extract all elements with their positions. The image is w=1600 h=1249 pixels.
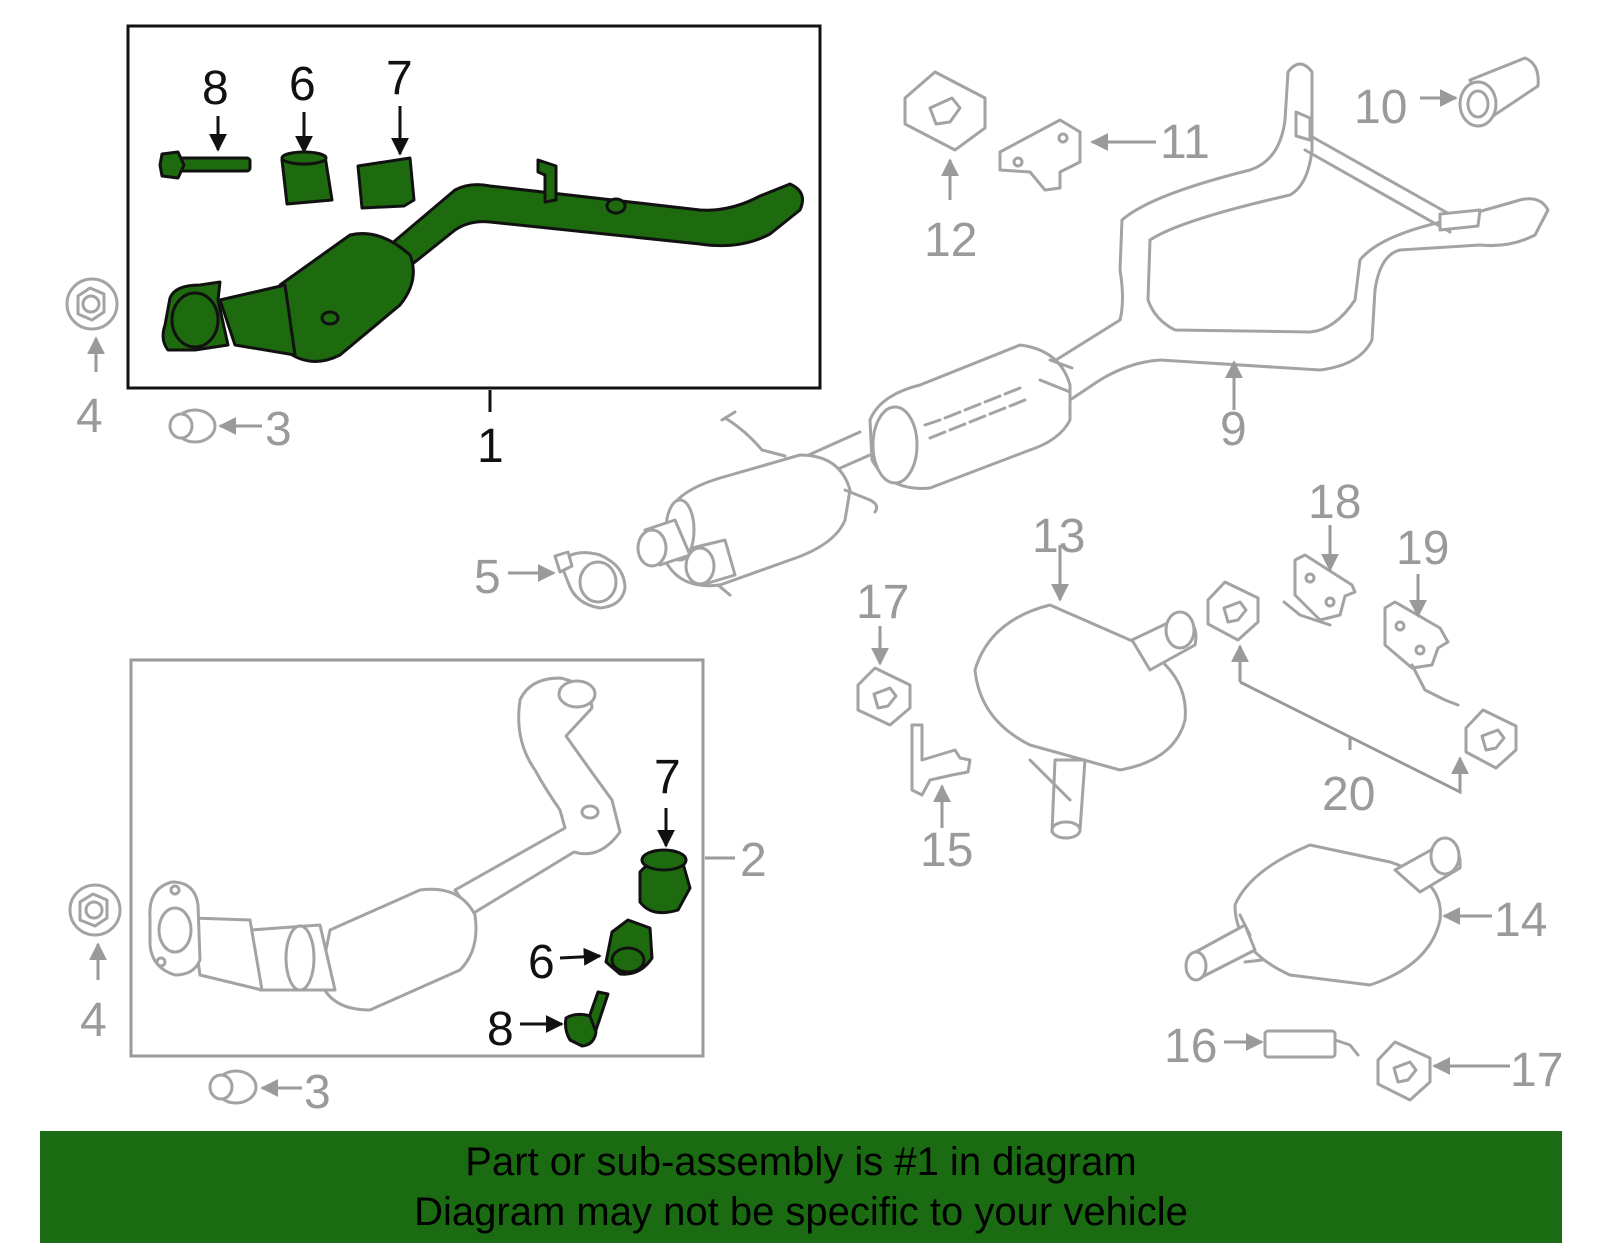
- part-20-hanger-b[interactable]: [1464, 708, 1518, 770]
- callout-11: 11: [1160, 116, 1210, 169]
- part-17-hanger-left[interactable]: [856, 666, 912, 727]
- callout-2: 2: [740, 834, 767, 887]
- info-banner: Part or sub-assembly is #1 in diagram Di…: [40, 1131, 1562, 1243]
- part-4-nut-top[interactable]: [65, 277, 119, 331]
- part-13-rear-muffler[interactable]: [973, 603, 1198, 840]
- part-12-hanger[interactable]: [903, 70, 987, 152]
- part-18-bracket[interactable]: [1282, 553, 1357, 627]
- part-1-box[interactable]: [126, 24, 822, 390]
- callout-19: 19: [1396, 522, 1449, 575]
- part-5-clamp[interactable]: [553, 550, 627, 610]
- callout-12: 12: [924, 214, 977, 267]
- callout-17-top: 17: [856, 576, 909, 629]
- callout-8-top: 8: [202, 62, 229, 115]
- part-1-front-pipe[interactable]: [161, 158, 804, 363]
- part-9-intermediate-pipe[interactable]: [636, 62, 1550, 597]
- callout-18: 18: [1308, 476, 1361, 529]
- callout-8-bottom: 8: [487, 1003, 514, 1056]
- callout-3-top: 3: [265, 403, 292, 456]
- part-3-stud-top[interactable]: [168, 408, 217, 444]
- part-2-box[interactable]: [129, 658, 705, 1058]
- callout-6-bottom: 6: [528, 936, 555, 989]
- callout-16: 16: [1164, 1020, 1217, 1073]
- part-19-bracket[interactable]: [1383, 600, 1460, 707]
- callout-10: 10: [1354, 81, 1407, 134]
- part-2-front-pipe[interactable]: [148, 676, 622, 1012]
- callout-4-top: 4: [76, 390, 103, 443]
- part-7-gasket-bottom[interactable]: [638, 848, 692, 915]
- callout-20: 20: [1322, 768, 1375, 821]
- part-15-bracket[interactable]: [910, 723, 972, 797]
- part-14-muffler[interactable]: [1184, 836, 1462, 987]
- part-8-bolt-bottom[interactable]: [564, 990, 610, 1048]
- callout-5: 5: [474, 551, 501, 604]
- callout-7-bottom: 7: [654, 751, 681, 804]
- callout-13: 13: [1032, 510, 1085, 563]
- banner-line-2: Diagram may not be specific to your vehi…: [414, 1190, 1188, 1234]
- part-16-sensor[interactable]: [1263, 1029, 1360, 1059]
- part-4-nut-bottom[interactable]: [68, 883, 122, 937]
- callout-15: 15: [920, 824, 973, 877]
- callout-3-bottom: 3: [304, 1066, 331, 1119]
- callout-17-bottom: 17: [1510, 1044, 1563, 1097]
- part-11-bracket[interactable]: [998, 118, 1082, 192]
- callout-7-top: 7: [386, 52, 413, 105]
- part-3-stud-bottom[interactable]: [208, 1069, 258, 1105]
- part-17-hanger-right[interactable]: [1376, 1040, 1432, 1102]
- callout-1: 1: [477, 420, 504, 473]
- part-20-hanger-a[interactable]: [1206, 580, 1260, 642]
- part-10-exhaust-tip[interactable]: [1458, 56, 1540, 128]
- callout-14: 14: [1494, 894, 1547, 947]
- banner-line-1: Part or sub-assembly is #1 in diagram: [465, 1140, 1137, 1184]
- part-8-bolt-top[interactable]: [158, 150, 252, 180]
- part-6-sleeve-bottom[interactable]: [604, 918, 654, 976]
- part-6-sleeve-top[interactable]: [280, 150, 334, 206]
- part-7-gasket-top[interactable]: [356, 156, 416, 210]
- callout-9: 9: [1220, 403, 1247, 456]
- callout-4-bottom: 4: [80, 994, 107, 1047]
- callout-6-top: 6: [289, 58, 316, 111]
